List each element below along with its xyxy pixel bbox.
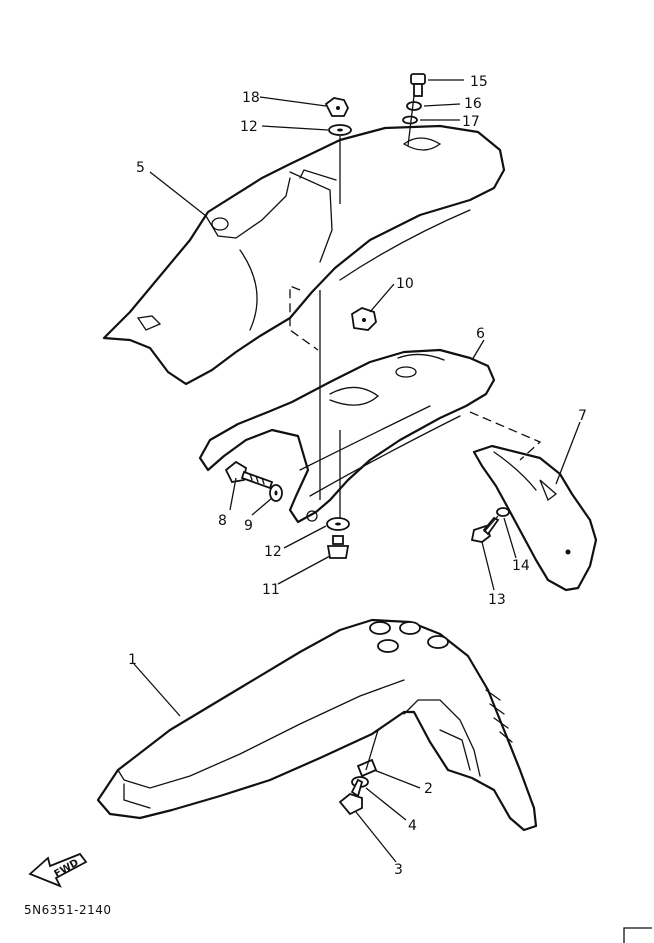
side-cover [472,444,598,592]
rear-fender-lower [198,348,496,524]
callout-1: 1 [128,652,137,668]
nut-10 [351,307,377,331]
callout-16: 16 [464,96,482,112]
callout-10: 10 [396,276,414,292]
bolt-8 [224,460,274,490]
callout-8: 8 [218,513,227,529]
callout-7: 7 [578,408,587,424]
washer-12-top [328,124,352,136]
callout-14: 14 [512,558,530,574]
callout-leaders [133,79,581,863]
washer-17 [402,115,418,125]
assembly-lines [289,95,542,771]
callout-18: 18 [242,90,260,106]
callout-3: 3 [394,862,403,878]
nut-18 [324,97,350,117]
washer-9 [269,484,283,502]
callout-9: 9 [244,518,253,534]
callout-17: 17 [462,114,480,130]
corner-mark [623,927,652,943]
callout-2: 2 [424,781,433,797]
callout-4: 4 [408,818,417,834]
washer-14 [496,507,510,517]
bolt-11 [326,535,350,559]
callout-15: 15 [470,74,488,90]
callout-5: 5 [136,160,145,176]
callout-12-bottom: 12 [264,544,282,560]
callout-labels: 1 2 3 4 5 6 7 8 9 10 11 12 12 13 14 15 1… [128,74,587,878]
bolt-3 [338,778,364,816]
washer-12-bottom [326,517,350,531]
rear-fender-upper [102,124,506,386]
fwd-arrow-icon: FWD [28,852,88,888]
callout-13: 13 [488,592,506,608]
lockwasher-16 [406,101,422,111]
callout-12-top: 12 [240,119,258,135]
callout-6: 6 [476,326,485,342]
callout-11: 11 [262,582,280,598]
bolt-15 [410,73,426,97]
diagram-code: 5N6351-2140 [24,903,112,917]
front-fender [96,618,538,832]
